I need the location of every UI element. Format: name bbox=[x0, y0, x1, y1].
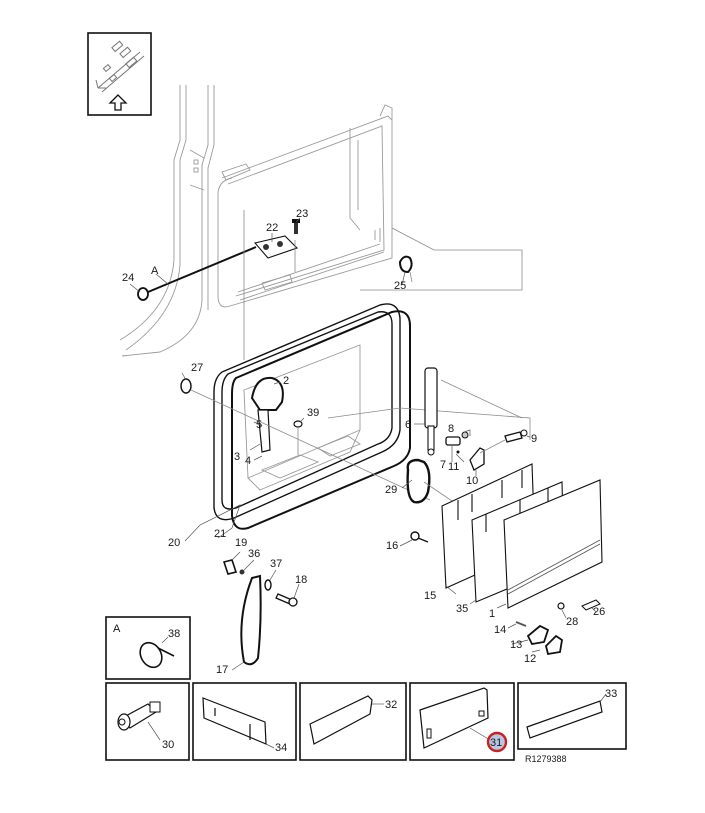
bolt-18[interactable] bbox=[275, 593, 298, 607]
callout-28[interactable]: 28 bbox=[566, 616, 578, 628]
release-cable-24[interactable] bbox=[137, 246, 257, 301]
plate-31 bbox=[419, 687, 489, 749]
stud-7[interactable] bbox=[445, 436, 461, 446]
bracket-10[interactable] bbox=[469, 447, 485, 471]
plate-26[interactable] bbox=[581, 599, 601, 611]
grommet-25[interactable] bbox=[398, 255, 413, 274]
handle-29[interactable] bbox=[406, 458, 431, 504]
callout-19[interactable]: 19 bbox=[235, 537, 247, 549]
strip-33 bbox=[526, 700, 603, 739]
callout-18[interactable]: 18 bbox=[295, 574, 307, 586]
highlight-marker-31[interactable]: 31 bbox=[486, 731, 508, 753]
hinge-bracket-2[interactable] bbox=[250, 376, 284, 453]
detail-box-30[interactable]: 30 bbox=[105, 682, 190, 761]
forward-direction-arrow-icon bbox=[95, 40, 145, 111]
callout-21[interactable]: 21 bbox=[214, 528, 226, 540]
lock-assembly-22[interactable] bbox=[253, 235, 299, 259]
leader-lines bbox=[129, 217, 597, 671]
callout-39[interactable]: 39 bbox=[307, 407, 319, 419]
callout-9[interactable]: 9 bbox=[531, 433, 537, 445]
callout-35[interactable]: 35 bbox=[456, 603, 468, 615]
callout-5[interactable]: 5 bbox=[256, 419, 262, 431]
callout-14[interactable]: 14 bbox=[494, 624, 506, 636]
switch-30 bbox=[117, 701, 161, 731]
detail-box-32-label: 32 bbox=[385, 699, 397, 711]
nut-36[interactable] bbox=[239, 569, 245, 575]
detail-box-a[interactable]: A 38 bbox=[105, 616, 191, 680]
clip-11 bbox=[456, 450, 460, 454]
detail-box-32[interactable]: 32 bbox=[299, 682, 407, 761]
detail-box-33-label: 33 bbox=[605, 688, 617, 700]
callout-26[interactable]: 26 bbox=[593, 606, 605, 618]
washer-37[interactable] bbox=[264, 579, 272, 591]
callout-22[interactable]: 22 bbox=[266, 222, 278, 234]
callout-10[interactable]: 10 bbox=[466, 475, 478, 487]
callout-15[interactable]: 15 bbox=[424, 590, 436, 602]
callout-4[interactable]: 4 bbox=[245, 455, 251, 467]
latch-12[interactable] bbox=[545, 634, 563, 656]
cable-tie-38 bbox=[139, 641, 175, 669]
detail-box-31-label: 31 bbox=[490, 737, 502, 749]
detail-box-a-label: 38 bbox=[168, 628, 180, 640]
bracket-19[interactable] bbox=[222, 559, 238, 575]
callout-3[interactable]: 3 bbox=[234, 451, 240, 463]
callout-37[interactable]: 37 bbox=[270, 558, 282, 570]
callout-25[interactable]: 25 bbox=[394, 280, 406, 292]
callout-1[interactable]: 1 bbox=[489, 608, 495, 620]
callout-29[interactable]: 29 bbox=[385, 484, 397, 496]
grommet-28[interactable] bbox=[557, 602, 565, 610]
callout-17[interactable]: 17 bbox=[216, 664, 228, 676]
hatch-frame-20[interactable] bbox=[213, 303, 401, 521]
callout-23[interactable]: 23 bbox=[296, 208, 308, 220]
strap-17[interactable] bbox=[240, 574, 262, 666]
plug-39[interactable] bbox=[293, 420, 303, 455]
callout-27[interactable]: 27 bbox=[191, 362, 203, 374]
detail-box-34-label: 34 bbox=[275, 742, 287, 754]
detail-box-a-title: A bbox=[113, 623, 121, 635]
screw-16[interactable] bbox=[410, 531, 429, 543]
screw-23[interactable] bbox=[292, 219, 300, 234]
hatch-interior bbox=[243, 344, 361, 491]
pin-9[interactable] bbox=[504, 429, 528, 443]
washer-8[interactable] bbox=[461, 431, 469, 439]
cab-body-outline bbox=[119, 85, 393, 357]
detail-box-30-label: 30 bbox=[162, 739, 174, 751]
grommet-27[interactable] bbox=[180, 378, 192, 394]
latch-13[interactable] bbox=[526, 624, 550, 645]
detail-marker-a: A bbox=[151, 265, 159, 277]
gas-strut-6[interactable] bbox=[424, 367, 438, 456]
callout-6[interactable]: 6 bbox=[405, 419, 411, 431]
detail-box-33[interactable]: 33 bbox=[517, 682, 627, 750]
seal-21[interactable] bbox=[231, 310, 411, 530]
screw-14[interactable] bbox=[515, 621, 527, 627]
detail-box-31[interactable]: 31 bbox=[409, 682, 515, 761]
plate-32 bbox=[309, 695, 373, 745]
orientation-inset bbox=[87, 32, 152, 116]
callout-13[interactable]: 13 bbox=[510, 639, 522, 651]
callouts: 1 2 3 4 5 6 7 8 9 10 11 12 13 14 15 16 1… bbox=[122, 208, 605, 676]
callout-24[interactable]: 24 bbox=[122, 272, 134, 284]
reference-code: R1279388 bbox=[525, 754, 567, 764]
callout-2[interactable]: 2 bbox=[283, 375, 289, 387]
callout-12[interactable]: 12 bbox=[524, 653, 536, 665]
callout-8[interactable]: 8 bbox=[448, 423, 454, 435]
detail-box-34[interactable]: 34 bbox=[192, 682, 297, 761]
callout-36[interactable]: 36 bbox=[248, 548, 260, 560]
callout-11[interactable]: 11 bbox=[448, 461, 459, 473]
callout-7[interactable]: 7 bbox=[440, 459, 446, 471]
door-panel-1[interactable] bbox=[503, 479, 603, 609]
callout-16[interactable]: 16 bbox=[386, 540, 398, 552]
callout-20[interactable]: 20 bbox=[168, 537, 180, 549]
